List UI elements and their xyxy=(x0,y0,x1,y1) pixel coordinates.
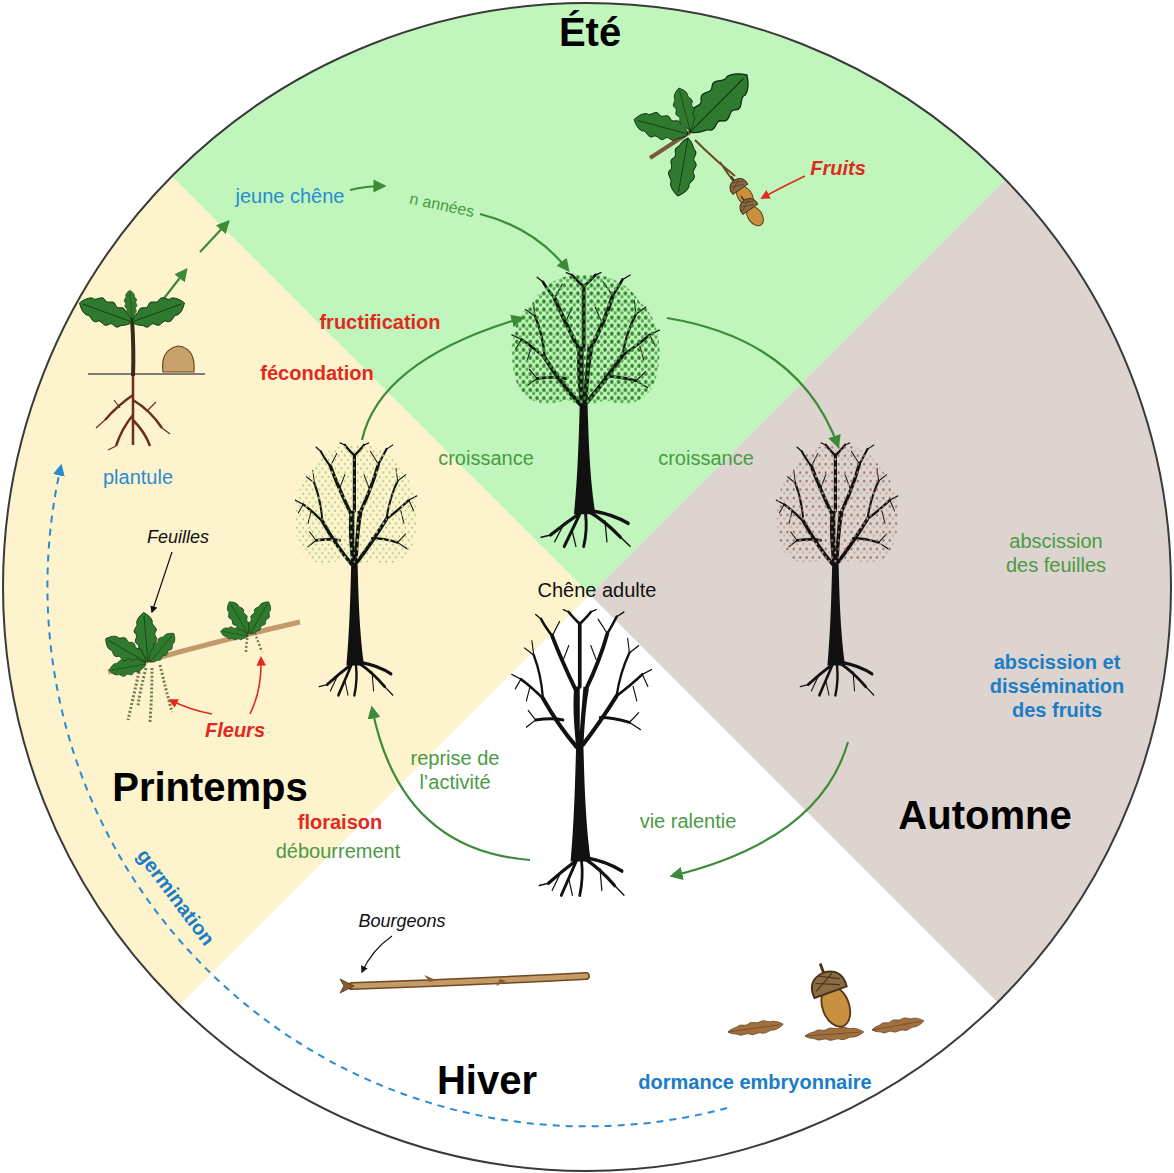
text-holder: Feuilles xyxy=(147,527,209,549)
text-holder: débourrement xyxy=(276,839,401,863)
text-holder: Hiver xyxy=(437,1060,537,1100)
text-holder: Automne xyxy=(898,795,1071,835)
season-wedge xyxy=(170,0,1010,600)
season-sector: Automne xyxy=(585,170,1174,1030)
label-text: reprise de l’activité xyxy=(411,747,500,793)
season-wedge xyxy=(585,170,1174,1030)
season-sector: Été xyxy=(170,0,1010,600)
label-text: vie ralentie xyxy=(640,810,737,832)
season-wedge xyxy=(0,170,600,1030)
text-holder: abscission et dissémination des fruits xyxy=(977,650,1137,722)
season-sector: Printemps xyxy=(0,170,600,1030)
label-text: Printemps xyxy=(112,765,308,809)
text-holder: dormance embryonnaire xyxy=(638,1070,871,1094)
label-text: Chêne adulte xyxy=(538,579,657,601)
label-text: fructification xyxy=(319,311,440,333)
label-text: Fleurs xyxy=(205,719,265,741)
label-text: Fruits xyxy=(810,157,866,179)
label-text: floraison xyxy=(298,811,382,833)
text-holder: Chêne adulte xyxy=(538,578,657,602)
text-holder: fructification xyxy=(319,310,440,334)
text-holder: vie ralentie xyxy=(640,809,737,833)
label-text: abscission et dissémination des fruits xyxy=(990,651,1124,721)
label-text: croissance xyxy=(438,447,534,469)
season-wedge xyxy=(170,590,1010,1173)
label-text: plantule xyxy=(103,466,173,488)
label-text: fécondation xyxy=(260,362,373,384)
text-holder: Été xyxy=(559,12,621,52)
label-text: Feuilles xyxy=(147,527,209,547)
text-holder: Fruits xyxy=(810,156,866,180)
text-holder: croissance xyxy=(658,446,754,470)
season-fill xyxy=(170,595,1010,1173)
text-holder: jeune chêne xyxy=(236,184,345,208)
text-holder: plantule xyxy=(103,465,173,489)
label-text: abscission des feuilles xyxy=(1006,530,1106,576)
text-holder: floraison xyxy=(298,810,382,834)
label-text: Hiver xyxy=(437,1058,537,1102)
season-fill xyxy=(170,0,1010,595)
text-holder: croissance xyxy=(438,446,534,470)
label-text: jeune chêne xyxy=(236,185,345,207)
text-holder: Bourgeons xyxy=(358,911,445,933)
text-holder: fécondation xyxy=(260,361,373,385)
text-holder: Printemps xyxy=(112,767,308,807)
text-holder: Fleurs xyxy=(205,718,265,742)
text-holder: abscission des feuilles xyxy=(996,529,1116,577)
label-text: croissance xyxy=(658,447,754,469)
label-text: Bourgeons xyxy=(358,911,445,931)
label-text: dormance embryonnaire xyxy=(638,1071,871,1093)
label-text: Été xyxy=(559,10,621,54)
text-holder: reprise de l’activité xyxy=(395,746,515,794)
label-text: débourrement xyxy=(276,840,401,862)
label-text: Automne xyxy=(898,793,1071,837)
season-sector: Hiver xyxy=(170,590,1010,1173)
